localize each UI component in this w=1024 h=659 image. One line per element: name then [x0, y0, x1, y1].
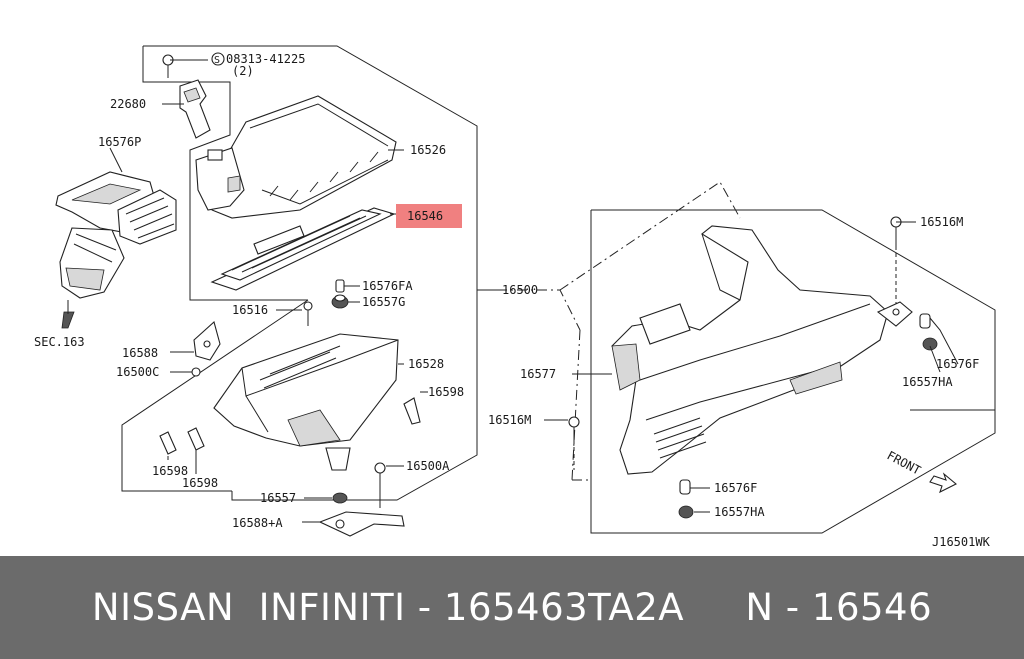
- screw-spec-marker-letter: S: [214, 55, 220, 66]
- label-16576FA: 16576FA: [362, 279, 413, 293]
- duct-dashdot-frame: [477, 181, 741, 481]
- label-16546: 16546: [407, 209, 443, 223]
- clip-16598-right: [403, 397, 421, 425]
- label-16576F-right: 16576F: [936, 357, 979, 371]
- label-16526: 16526: [410, 143, 446, 157]
- grommet-16557HA-bottom: [678, 505, 694, 519]
- label-16516M-left: 16516M: [488, 413, 531, 427]
- grommet-16557HA-right: [922, 337, 938, 351]
- filter-element-16546: [210, 207, 396, 291]
- label-16576F-bottom: 16576F: [714, 481, 757, 495]
- clip-16576F-bottom: [679, 479, 691, 495]
- clip-16576FA: [335, 279, 345, 293]
- label-16577: 16577: [520, 367, 556, 381]
- label-16516: 16516: [232, 303, 268, 317]
- label-screw-code: 08313-41225: [226, 52, 305, 66]
- label-screw-qty: (2): [232, 64, 254, 78]
- label-16588A: 16588+A: [232, 516, 283, 530]
- part-number-banner: NISSAN INFINITI - 165463TA2A N - 16546: [0, 556, 1024, 659]
- part-number-text: NISSAN INFINITI - 165463TA2A N - 16546: [91, 586, 933, 629]
- bracket-16588: [193, 320, 221, 361]
- label-16500: 16500: [502, 283, 538, 297]
- label-16576P: 16576P: [98, 135, 141, 149]
- label-16500A: 16500A: [406, 459, 450, 473]
- resonator-frame: [590, 209, 996, 534]
- bolt-16516: [303, 301, 313, 326]
- label-16598-b: 16598: [182, 476, 218, 490]
- lower-case-16528: [213, 333, 399, 471]
- exploded-parts-diagram: S 08313-41225 (2) 22680 16576P SEC.163 1…: [34, 45, 996, 549]
- assembly-frame-upper: [142, 45, 478, 501]
- assembly-frame-lower: [121, 299, 309, 492]
- label-16557HA-bottom: 16557HA: [714, 505, 765, 519]
- label-22680: 22680: [110, 97, 146, 111]
- cover-16526: [195, 95, 397, 219]
- label-16516M-top: 16516M: [920, 215, 963, 229]
- label-16557: 16557: [260, 491, 296, 505]
- label-16588: 16588: [122, 346, 158, 360]
- label-16557HA-right: 16557HA: [902, 375, 953, 389]
- clip-16576F-right: [919, 313, 931, 329]
- screw-08313-41225: [162, 54, 174, 78]
- bracket-16588A: [318, 511, 405, 537]
- label-16500C: 16500C: [116, 365, 159, 379]
- inlet-duct-16576P: [55, 171, 177, 299]
- leader-lines: [109, 59, 959, 523]
- bolt-16516M-left: [568, 416, 580, 470]
- front-arrow-icon: [929, 472, 957, 494]
- part-16546-highlight: [396, 204, 462, 228]
- diagram-code: J16501WK: [932, 535, 991, 549]
- sec163-arrow-icon: [61, 311, 75, 329]
- bolt-16516M-top: [890, 216, 902, 304]
- clip-16598-a: [159, 431, 177, 455]
- screw-spec-marker-icon: [211, 52, 225, 66]
- label-16598-right: 16598: [428, 385, 464, 399]
- resonator-duct-16577: [611, 225, 913, 475]
- label-16528: 16528: [408, 357, 444, 371]
- label-16598-a: 16598: [152, 464, 188, 478]
- clip-16598-b: [187, 427, 205, 451]
- grommet-16557: [332, 492, 348, 504]
- nut-16500C: [191, 367, 201, 377]
- label-sec163: SEC.163: [34, 335, 85, 349]
- label-16557G: 16557G: [362, 295, 405, 309]
- grommet-16557G: [331, 294, 349, 309]
- airflow-sensor-22680: [179, 79, 211, 139]
- bolt-16500A: [374, 462, 386, 508]
- label-front: FRONT: [885, 448, 923, 477]
